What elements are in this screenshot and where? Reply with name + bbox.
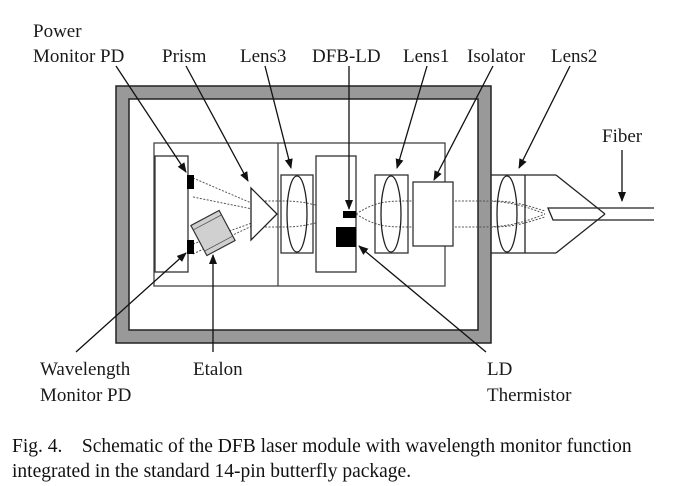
leader-wavelength-monitor-pd bbox=[75, 252, 187, 353]
wavelength-monitor-pd bbox=[187, 240, 194, 254]
lens1 bbox=[374, 174, 409, 254]
label-lens3: Lens3 bbox=[240, 46, 286, 67]
figure-caption: Fig. 4. Schematic of the DFB laser modul… bbox=[12, 434, 682, 484]
label-prism: Prism bbox=[162, 46, 207, 67]
label-ld-thermistor: Thermistor bbox=[487, 385, 572, 406]
etalon bbox=[190, 209, 236, 257]
label-lens2: Lens2 bbox=[551, 46, 597, 67]
label-power-monitor-pd: Monitor PD bbox=[33, 46, 124, 67]
ld-thermistor bbox=[336, 227, 356, 247]
leader-ld-thermistor bbox=[358, 245, 487, 353]
label-etalon: Etalon bbox=[193, 359, 243, 380]
prism bbox=[250, 186, 278, 242]
label-dfb-ld: DFB-LD bbox=[312, 46, 381, 67]
isolator bbox=[412, 181, 454, 247]
label-wavelength-monitor-pd: Monitor PD bbox=[40, 385, 131, 406]
caption-line-1: Fig. 4. Schematic of the DFB laser modul… bbox=[12, 434, 682, 459]
caption-text-1: Schematic of the DFB laser module with w… bbox=[81, 436, 632, 457]
lens2 bbox=[491, 174, 606, 254]
leader-power-monitor-pd bbox=[115, 65, 187, 173]
label-isolator: Isolator bbox=[467, 46, 526, 67]
label-fiber: Fiber bbox=[602, 126, 643, 147]
leader-lens1 bbox=[395, 65, 428, 169]
caption-number: Fig. 4. bbox=[12, 436, 63, 457]
leader-prism bbox=[185, 65, 249, 182]
leader-lens2 bbox=[518, 65, 571, 169]
fiber bbox=[547, 207, 654, 221]
label-ld: LD bbox=[487, 359, 512, 380]
fiber-beam bbox=[490, 200, 546, 228]
dfb-ld-chip bbox=[343, 211, 356, 218]
pd-mount bbox=[154, 155, 189, 273]
label-lens1: Lens1 bbox=[403, 46, 449, 67]
leader-lens3 bbox=[264, 65, 293, 169]
caption-line-2: integrated in the standard 14-pin butter… bbox=[12, 461, 412, 482]
label-wavelength: Wavelength bbox=[40, 359, 131, 380]
lens3 bbox=[280, 174, 314, 254]
label-power: Power bbox=[33, 21, 82, 42]
power-monitor-pd bbox=[187, 175, 194, 189]
leader-isolator bbox=[433, 65, 494, 181]
